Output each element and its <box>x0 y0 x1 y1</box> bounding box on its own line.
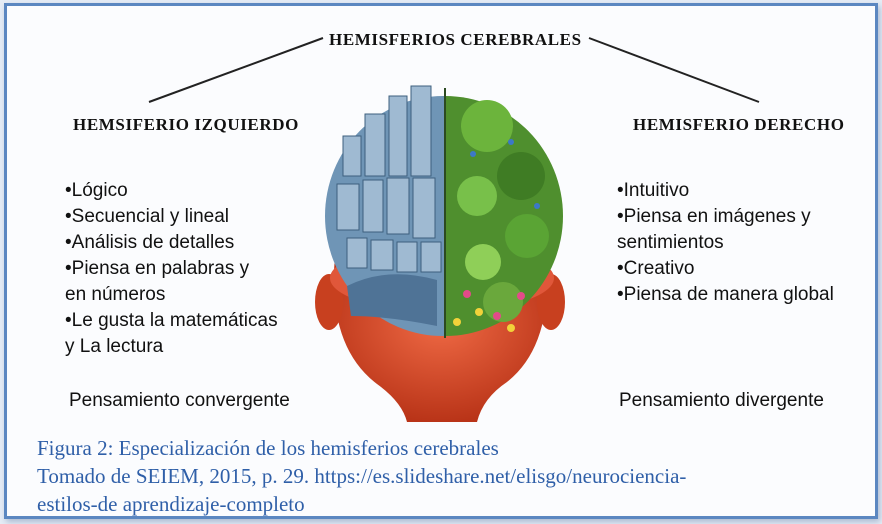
list-item: •Intuitivo <box>617 180 690 201</box>
diagram-title: HEMISFERIOS CEREBRALES <box>329 30 582 49</box>
right-hemisphere-nature <box>445 96 563 336</box>
list-item: sentimientos <box>617 232 724 253</box>
figure-frame: HEMISFERIOS CEREBRALES HEMSIFERIO IZQUIE… <box>4 3 878 519</box>
right-hemisphere-title: HEMISFERIO DERECHO <box>633 115 845 134</box>
list-item: •Piensa de manera global <box>617 284 834 305</box>
list-item: •Análisis de detalles <box>65 232 235 253</box>
list-item: •Lógico <box>65 180 128 201</box>
right-connector-line <box>588 37 760 103</box>
left-connector-line <box>148 37 324 103</box>
left-hemisphere-title: HEMSIFERIO IZQUIERDO <box>73 115 299 134</box>
left-hemisphere-city <box>325 85 445 336</box>
list-item: •Piensa en palabras y <box>65 258 250 279</box>
left-thinking-type: Pensamiento convergente <box>69 390 290 411</box>
source-citation: Tomado de SEIEM, 2015, p. 29. https://es… <box>37 464 687 488</box>
list-item: •Le gusta la matemáticas <box>65 310 278 331</box>
list-item: •Creativo <box>617 258 695 279</box>
figure-caption: Figura 2: Especialización de los hemisfe… <box>37 436 499 460</box>
left-traits-list: •Lógico •Secuencial y lineal •Análisis d… <box>65 178 278 360</box>
list-item: en números <box>65 284 166 305</box>
right-thinking-type: Pensamiento divergente <box>619 390 824 411</box>
source-citation-continued: estilos-de aprendizaje-completo <box>37 492 305 516</box>
list-item: •Secuencial y lineal <box>65 206 230 227</box>
right-traits-list: •Intuitivo •Piensa en imágenes y sentimi… <box>617 178 834 308</box>
list-item: y La lectura <box>65 336 164 357</box>
brain-illustration <box>315 85 565 422</box>
list-item: •Piensa en imágenes y <box>617 206 811 227</box>
connector-lines <box>148 37 760 103</box>
